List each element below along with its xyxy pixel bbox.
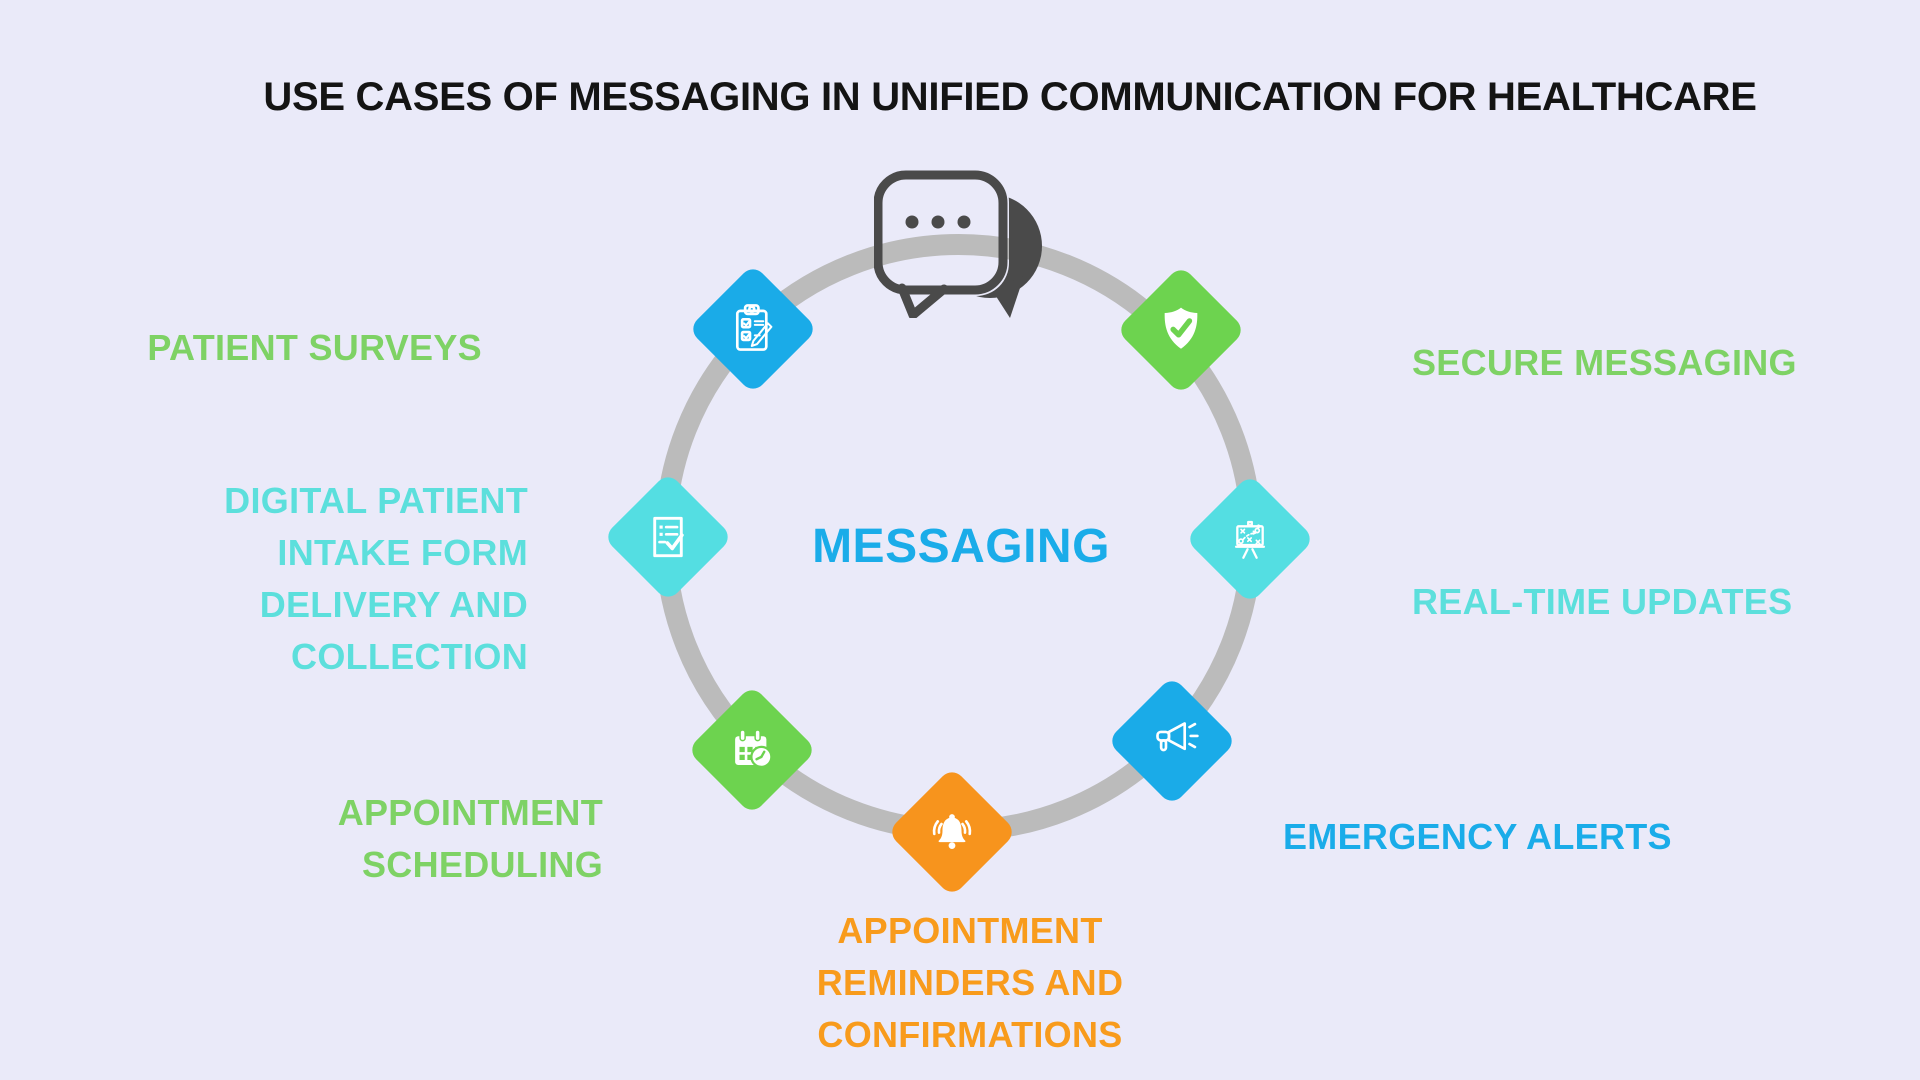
megaphone-icon xyxy=(1156,722,1199,752)
node-diamond-patient-surveys xyxy=(687,263,819,395)
document-checklist-icon xyxy=(653,516,684,558)
node-diamond-appointment-scheduling xyxy=(686,684,818,816)
node-label-patient-surveys: PATIENT SURVEYS xyxy=(147,327,482,368)
node-diamond-digital-patient-intake xyxy=(602,471,734,603)
node-label-appointment-scheduling: APPOINTMENT SCHEDULING xyxy=(337,792,603,885)
chat-bubbles-icon xyxy=(873,158,1044,323)
node-diamond-real-time-updates xyxy=(1184,473,1316,605)
node-diamond-appointment-reminders xyxy=(886,766,1018,898)
node-diamond-secure-messaging xyxy=(1115,264,1247,396)
node-label-appointment-reminders: APPOINTMENT REMINDERS AND CONFIRMATIONS xyxy=(816,910,1124,1055)
bell-icon xyxy=(932,814,972,849)
calendar-clock-icon xyxy=(735,729,773,768)
node-label-secure-messaging: SECURE MESSAGING xyxy=(1412,342,1797,383)
page-title: USE CASES OF MESSAGING IN UNIFIED COMMUN… xyxy=(263,75,1757,119)
node-label-real-time-updates: REAL-TIME UPDATES xyxy=(1412,581,1793,622)
clipboard-checklist-icon xyxy=(735,304,773,351)
center-label: MESSAGING xyxy=(812,520,1110,573)
shield-check-icon xyxy=(1164,307,1198,349)
node-diamond-emergency-alerts xyxy=(1106,675,1238,807)
strategy-board-icon xyxy=(1234,520,1266,559)
node-label-digital-patient-intake: DIGITAL PATIENT INTAKE FORM DELIVERY AND… xyxy=(224,480,528,677)
node-label-emergency-alerts: EMERGENCY ALERTS xyxy=(1283,816,1672,857)
